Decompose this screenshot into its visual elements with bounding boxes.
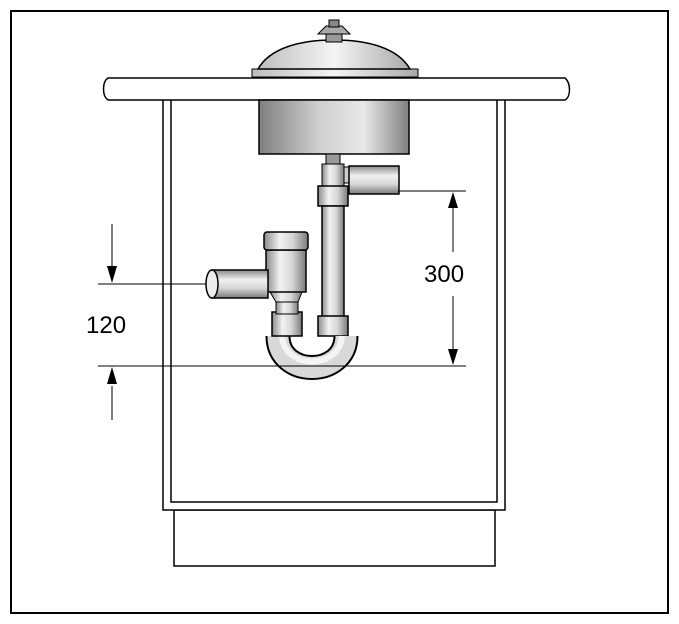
dimension-120: 120 <box>86 224 306 420</box>
arrow-up-icon <box>448 192 458 208</box>
trap-height-label: 300 <box>424 261 464 288</box>
lid <box>251 19 419 78</box>
arrow-down-icon <box>107 266 117 283</box>
sink-bowl <box>258 99 410 155</box>
u-trap <box>265 334 359 380</box>
dimension-300: 300 <box>306 190 466 367</box>
inlet-height-label: 120 <box>86 312 126 339</box>
arrow-up-icon <box>107 367 117 384</box>
arrow-down-icon <box>448 349 458 365</box>
drain-pipe <box>317 185 349 337</box>
inlet-pipe <box>205 269 269 299</box>
cabinet-plinth <box>173 509 496 567</box>
riser-assembly <box>263 231 309 337</box>
countertop <box>102 77 571 101</box>
side-fitting <box>348 165 400 195</box>
outer-frame <box>10 10 669 614</box>
